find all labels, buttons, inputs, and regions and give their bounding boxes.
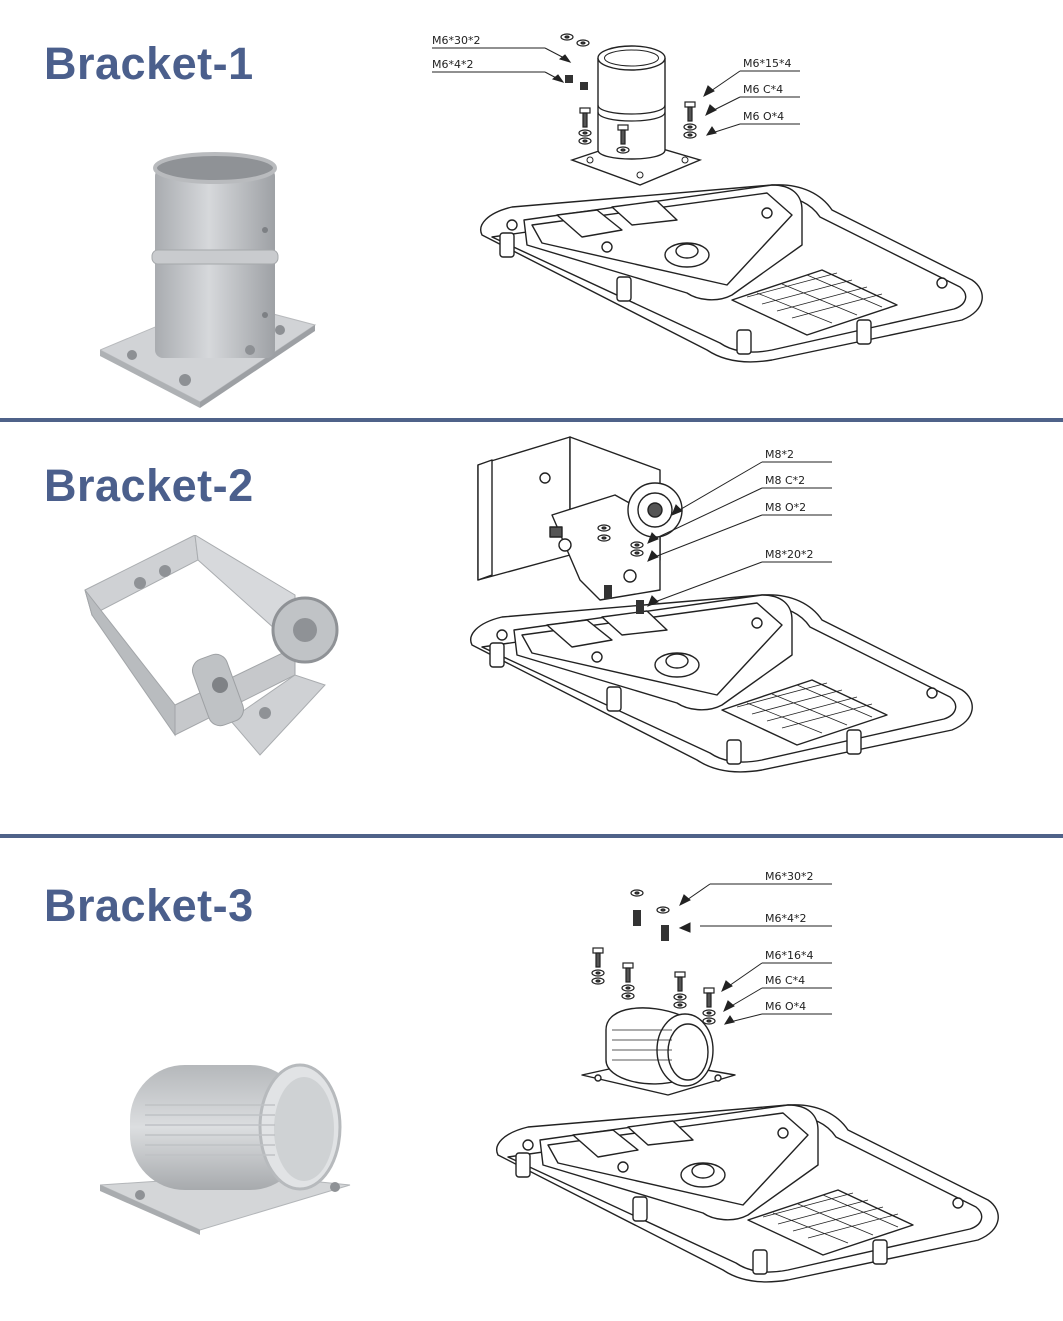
bracket-3-label-4: M6 C*4 <box>765 974 805 987</box>
bracket-3-label-3: M6*16*4 <box>765 949 814 962</box>
section-divider-1 <box>0 418 1063 422</box>
bracket-1-label-3: M6*15*4 <box>743 57 792 70</box>
bracket-1-label-5: M6 O*4 <box>743 110 784 123</box>
bracket-2-title: Bracket-2 <box>44 460 254 511</box>
bracket-2-label-3: M8 O*2 <box>765 501 806 514</box>
bracket-3-diagram: M6*30*2 M6*4*2 M6*16*4 M6 C*4 M6 O*4 <box>496 870 999 1283</box>
bracket-1-label-4: M6 C*4 <box>743 83 783 96</box>
bracket-1-title: Bracket-1 <box>44 38 254 89</box>
bracket-3-photo <box>100 1063 351 1235</box>
bracket-2-label-2: M8 C*2 <box>765 474 805 487</box>
bracket-3-label-2: M6*4*2 <box>765 912 807 925</box>
bracket-1-diagram: M6*30*2 M6*4*2 M6*15*4 M6 C*4 M6 O*4 <box>432 33 983 363</box>
bracket-2-photo <box>84 535 339 756</box>
section-divider-2 <box>0 834 1063 838</box>
bracket-1-label-2: M6*4*2 <box>432 58 474 71</box>
bracket-3-label-1: M6*30*2 <box>765 870 814 883</box>
bracket-2-label-4: M8*20*2 <box>765 548 814 561</box>
bracket-3-label-5: M6 O*4 <box>765 1000 806 1013</box>
bracket-1-photo <box>100 152 317 408</box>
bracket-2-diagram: M8*2 M8 C*2 M8 O*2 M8*20*2 <box>470 436 973 773</box>
bracket-3-title: Bracket-3 <box>44 880 254 931</box>
bracket-1-label-1: M6*30*2 <box>432 34 481 47</box>
bracket-2-label-1: M8*2 <box>765 448 794 461</box>
